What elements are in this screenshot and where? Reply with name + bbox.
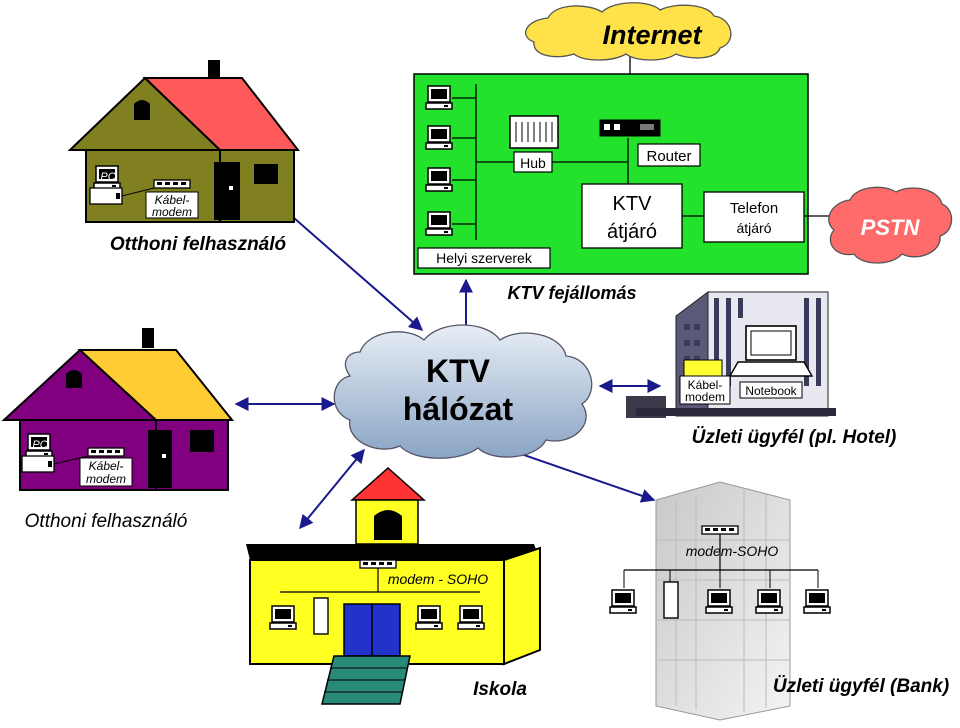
home1-pc-label: PC [100,171,115,183]
pstn-cloud-shape [828,186,953,264]
ktv-cloud-line2: hálózat [403,391,514,427]
ktv-cloud-line1: KTV [426,353,491,389]
hotel-modem-line1: Kábel- [688,378,723,392]
ktv-gateway-line2: átjáró [607,221,657,243]
house-door [214,162,240,220]
bank: modem-SOHO [609,481,831,721]
phone-gateway-line2: átjáró [736,220,771,236]
headend: Hub Router KTV átjáró Telefon átjáró Hel… [413,73,809,275]
hotel: Notebook Kábel- modem [626,291,836,418]
school-caption: Iskola [473,679,527,700]
pc-icon [705,589,733,614]
pstn-label: PSTN [861,215,921,240]
school-wall-side [503,546,541,666]
modem-icon [359,559,397,569]
servers-label: Helyi szerverek [436,250,533,266]
hub-label: Hub [520,155,546,171]
phone-gateway: Telefon átjáró [703,191,805,243]
link-ktv-school [299,448,365,530]
pstn-cloud: PSTN [828,186,953,264]
ktv-gateway-line1: KTV [613,193,653,215]
school-roof [246,544,540,560]
house-roof [142,77,301,151]
home2-pc-label: PC [32,439,47,451]
chimney [142,328,154,348]
ktv-gateway: KTV átjáró [581,183,683,249]
pc-icon [457,605,485,630]
phone-gateway-box [703,191,805,243]
server-icon [425,125,453,150]
pc-icon [415,605,443,630]
server-icon [425,211,453,236]
home2-modem-line1: Kábel- [89,459,124,473]
home2-modem-line2: modem [86,472,126,486]
pc-icon [755,589,783,614]
cable-modem-icon [153,179,191,189]
internet-cloud: Internet [524,2,732,61]
bank-caption: Üzleti ügyfél (Bank) [773,676,949,697]
ktv-gateway-box [581,183,683,249]
pc-tower-icon [313,597,329,635]
school: modem - SOHO [246,466,541,705]
internet-label: Internet [602,20,702,50]
chimney [208,60,220,82]
bank-modem-label: modem-SOHO [686,543,779,559]
pc-tower-icon [663,581,679,619]
home1-modem-line2: modem [152,205,192,219]
school-tower-roof [350,466,426,501]
pc-icon [609,589,637,614]
school-modem-label: modem - SOHO [388,571,488,587]
link-home1-ktv [276,203,424,331]
router-device: Router [599,119,701,167]
hotel-notebook-label: Notebook [745,384,797,398]
hub-device: Hub [509,115,559,173]
headend-caption: KTV fejállomás [507,283,636,303]
phone-gateway-line1: Telefon [730,200,778,217]
cable-modem-icon [87,447,125,457]
home1-modem-line1: Kábel- [155,193,190,207]
ktv-cloud-shape [333,324,593,459]
modem-icon [701,525,739,535]
home-1: PC Kábel- modem [67,60,301,223]
ktv-network-cloud: KTV hálózat [333,324,593,459]
home2-caption: Otthoni felhasználó [25,511,188,532]
internet-cloud-shape [524,2,732,61]
home-2: PC Kábel- modem [1,328,235,491]
hotel-modem-line2: modem [685,390,725,404]
house-window [254,164,278,184]
house-roof [77,349,235,421]
server-icon [425,85,453,110]
server-icon [425,167,453,192]
cable-modem-icon [683,359,723,377]
router-label: Router [646,148,691,165]
home1-caption: Otthoni felhasználó [110,234,286,255]
house-window [190,430,214,452]
pc-icon [269,605,297,630]
hotel-caption: Üzleti ügyfél (pl. Hotel) [692,427,897,448]
server-stack [425,85,476,236]
pc-icon [803,589,831,614]
house-door [148,430,172,488]
